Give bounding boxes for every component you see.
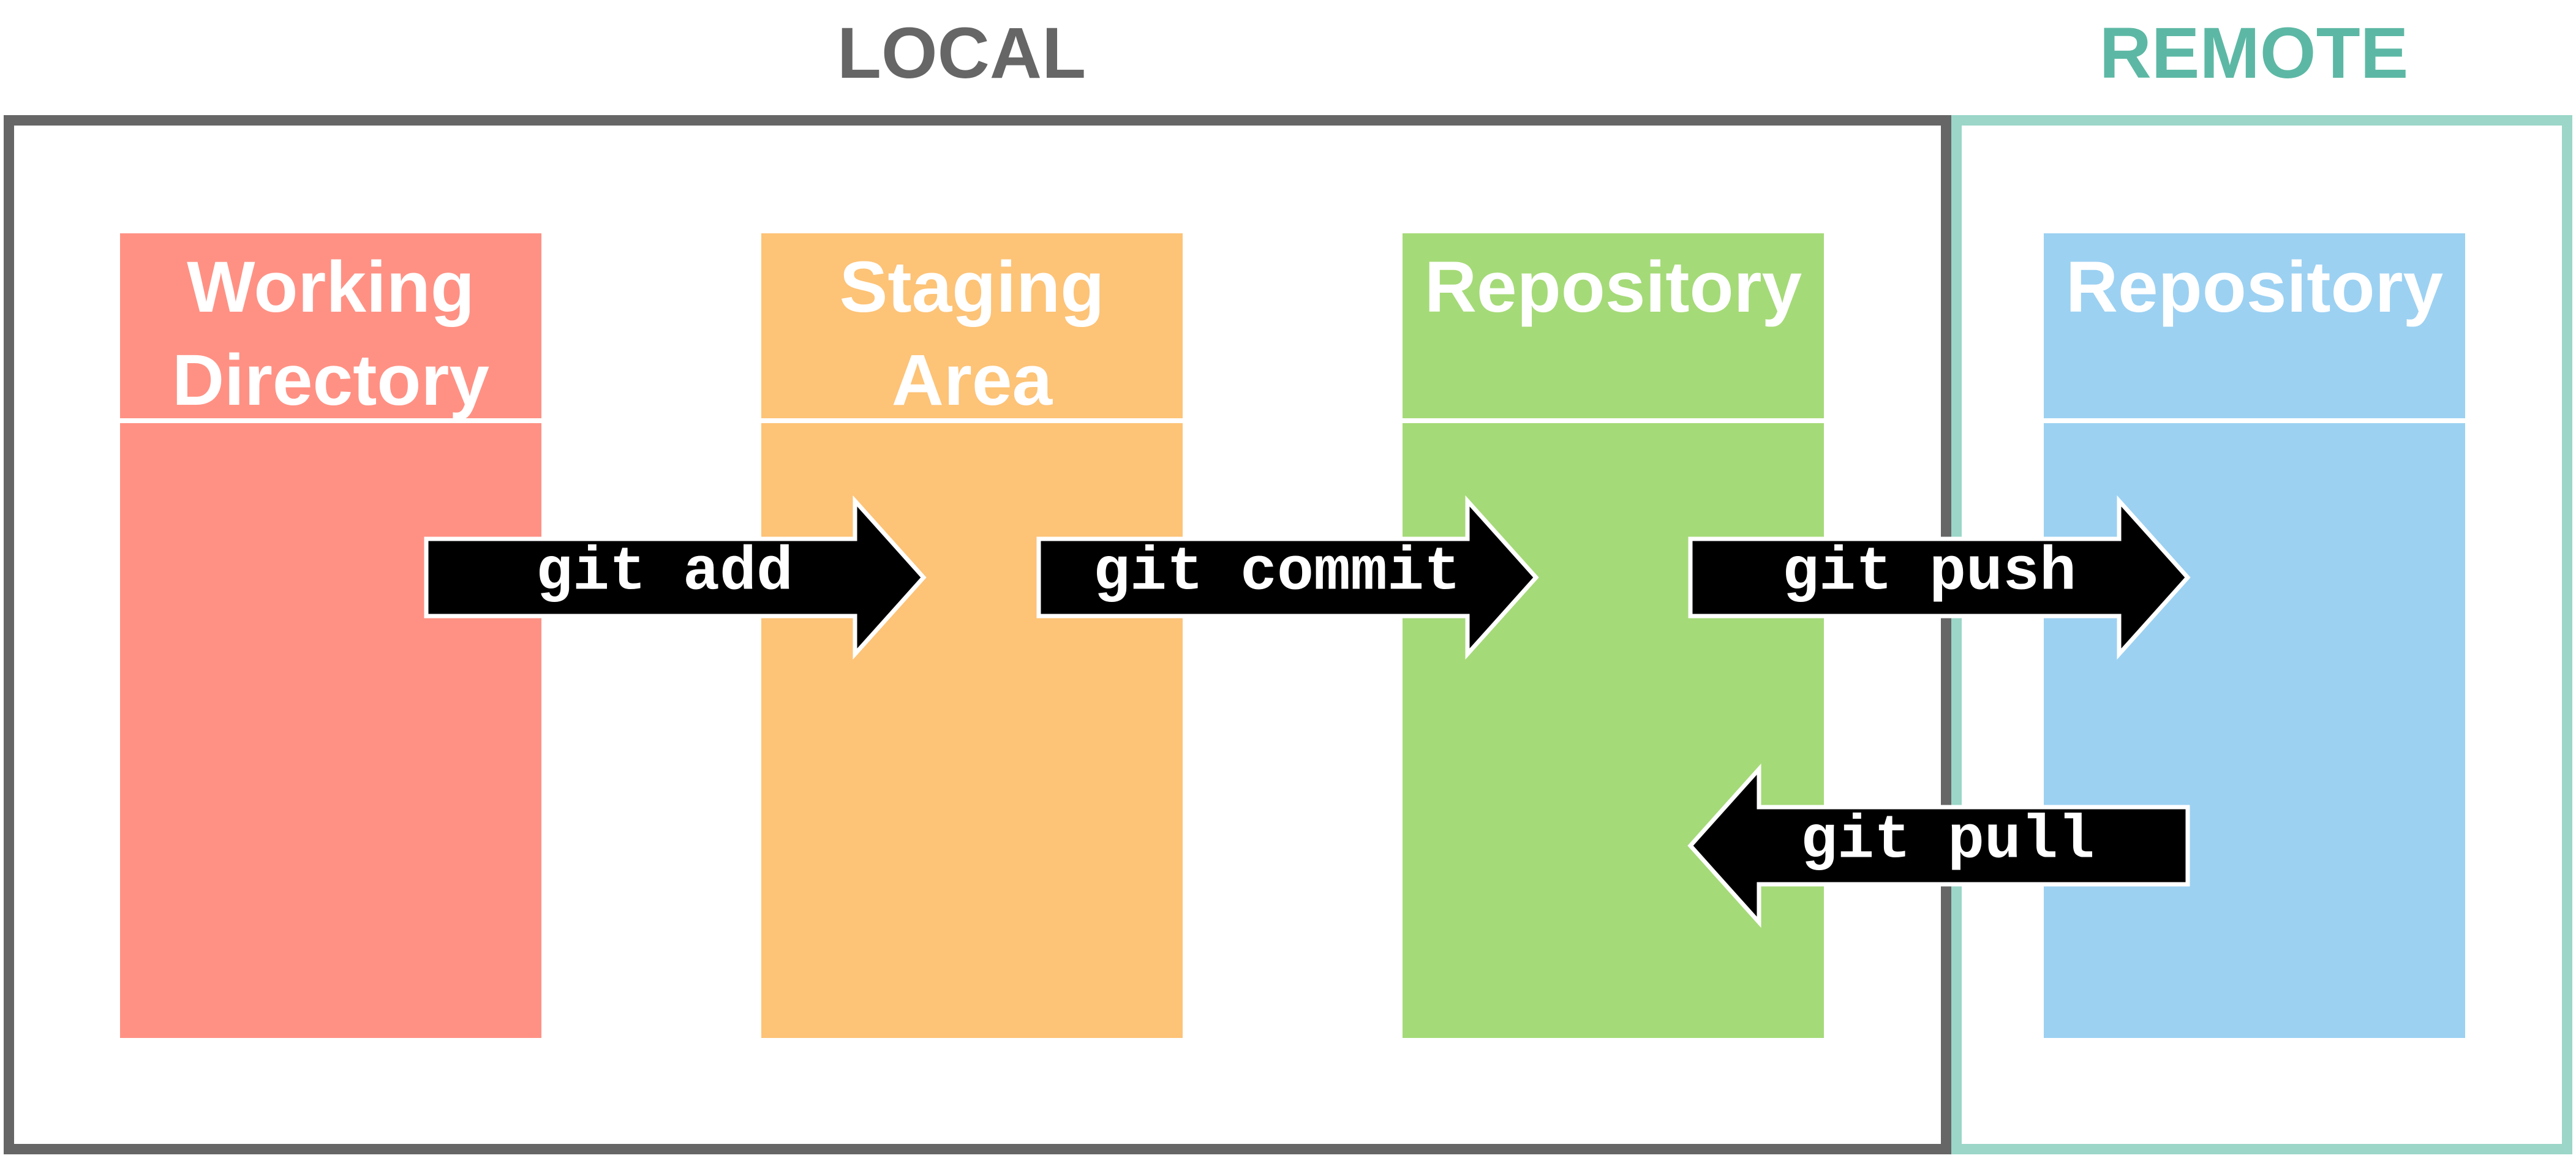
git-pull-label: git pull xyxy=(1801,806,2095,876)
remote-repository-label: Repository xyxy=(2065,247,2444,328)
local-title: LOCAL xyxy=(837,13,1087,94)
git-add-arrow: git add xyxy=(424,495,927,660)
local-frame xyxy=(4,115,1951,1154)
git-commit-arrow: git commit xyxy=(1036,495,1539,660)
remote-frame xyxy=(1951,115,2572,1154)
working-directory-label-line-1: Working xyxy=(187,247,475,328)
local-repository-header: Repository xyxy=(1403,233,1824,423)
git-push-arrow: git push xyxy=(1688,495,2191,660)
remote-repository-column: Repository xyxy=(2044,233,2465,1038)
local-repository-label: Repository xyxy=(1424,247,1802,328)
git-add-label: git add xyxy=(536,538,793,607)
git-commit-label: git commit xyxy=(1093,538,1461,607)
working-directory-header: Working Directory xyxy=(120,233,541,423)
working-directory-label-line-2: Directory xyxy=(171,340,490,421)
staging-area-header: Staging Area xyxy=(761,233,1183,423)
git-push-label: git push xyxy=(1782,538,2076,607)
remote-repository-header: Repository xyxy=(2044,233,2465,423)
staging-area-label-line-1: Staging xyxy=(839,247,1105,328)
git-pull-arrow: git pull xyxy=(1687,763,2190,928)
staging-area-column: Staging Area xyxy=(761,233,1183,1038)
remote-title: REMOTE xyxy=(2099,13,2409,94)
working-directory-column: Working Directory xyxy=(120,233,541,1038)
staging-area-label-line-2: Area xyxy=(891,340,1053,421)
